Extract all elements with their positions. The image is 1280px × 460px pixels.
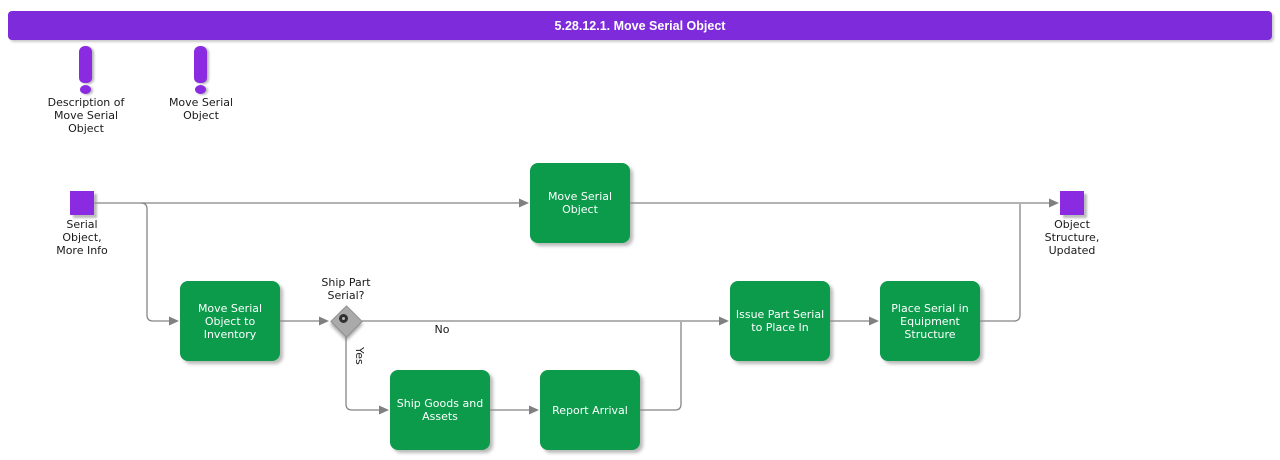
arrowhead bbox=[529, 405, 539, 415]
activity-ship-goods-and-assets[interactable]: Ship Goods and Assets bbox=[390, 370, 490, 450]
title-bar: 5.28.12.1. Move Serial Object bbox=[8, 11, 1272, 40]
activity-move-serial-object-to-inventory[interactable]: Move Serial Object to Inventory bbox=[180, 281, 280, 361]
activity-move-serial-object[interactable]: Move Serial Object bbox=[530, 163, 630, 243]
exclamation-icon bbox=[194, 46, 208, 94]
decision-circle-icon bbox=[338, 313, 348, 323]
activity-place-serial-in-equipment-structure[interactable]: Place Serial in Equipment Structure bbox=[880, 281, 980, 361]
connector-path bbox=[980, 204, 1021, 322]
activity-report-arrival[interactable]: Report Arrival bbox=[540, 370, 640, 450]
note-description-of-move-serial-object[interactable]: Description of Move Serial Object bbox=[31, 46, 141, 135]
connector-path bbox=[140, 202, 169, 322]
start-node[interactable] bbox=[70, 191, 94, 215]
connector-path bbox=[345, 337, 379, 411]
arrowhead bbox=[319, 316, 329, 326]
end-node[interactable] bbox=[1060, 191, 1084, 215]
note-label: Move Serial Object bbox=[168, 96, 234, 122]
connector-path bbox=[640, 322, 682, 411]
page-title: 5.28.12.1. Move Serial Object bbox=[554, 18, 726, 33]
arrowhead bbox=[169, 316, 179, 326]
end-node-label: Object Structure, Updated bbox=[1044, 218, 1100, 257]
decision-label: Ship Part Serial? bbox=[321, 276, 371, 302]
arrowhead bbox=[379, 405, 389, 415]
note-label: Description of Move Serial Object bbox=[47, 96, 125, 135]
start-node-label: Serial Object, More Info bbox=[56, 218, 108, 257]
note-move-serial-object[interactable]: Move Serial Object bbox=[146, 46, 256, 122]
exclamation-icon bbox=[79, 46, 93, 94]
arrowhead bbox=[719, 316, 729, 326]
branch-label-yes: Yes bbox=[353, 347, 366, 365]
arrowhead bbox=[1049, 198, 1059, 208]
arrowhead bbox=[869, 316, 879, 326]
branch-label-no: No bbox=[434, 323, 450, 336]
arrowhead bbox=[519, 198, 529, 208]
activity-issue-part-serial-to-place-in[interactable]: Issue Part Serial to Place In bbox=[730, 281, 830, 361]
